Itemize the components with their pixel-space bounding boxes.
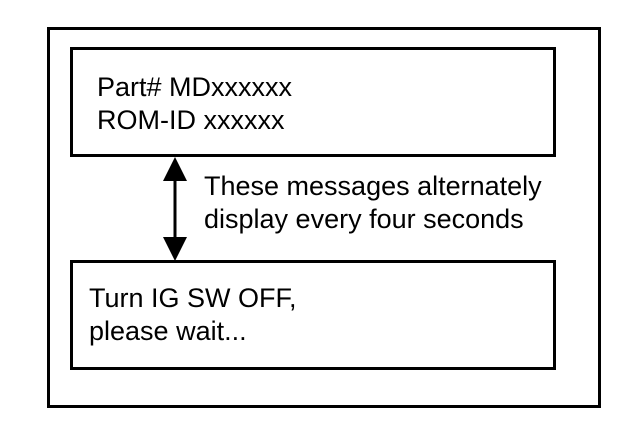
message-screen-wait: Turn IG SW OFF, please wait... xyxy=(70,260,556,370)
rom-id-text: ROM-ID xxxxxx xyxy=(97,105,285,135)
note-line-1: These messages alternately xyxy=(204,171,542,201)
alternation-note: These messages alternately display every… xyxy=(204,170,542,236)
turn-off-text: Turn IG SW OFF, xyxy=(89,283,297,313)
diagram-frame xyxy=(47,27,601,408)
double-arrow-icon xyxy=(163,157,187,261)
message-screen-part-number: Part# MDxxxxxx ROM-ID xxxxxx xyxy=(70,47,556,157)
please-wait-text: please wait... xyxy=(89,316,247,346)
arrow-head-down xyxy=(163,237,187,261)
part-number-text: Part# MDxxxxxx xyxy=(97,72,293,102)
note-line-2: display every four seconds xyxy=(204,204,524,234)
arrow-head-up xyxy=(163,157,187,181)
